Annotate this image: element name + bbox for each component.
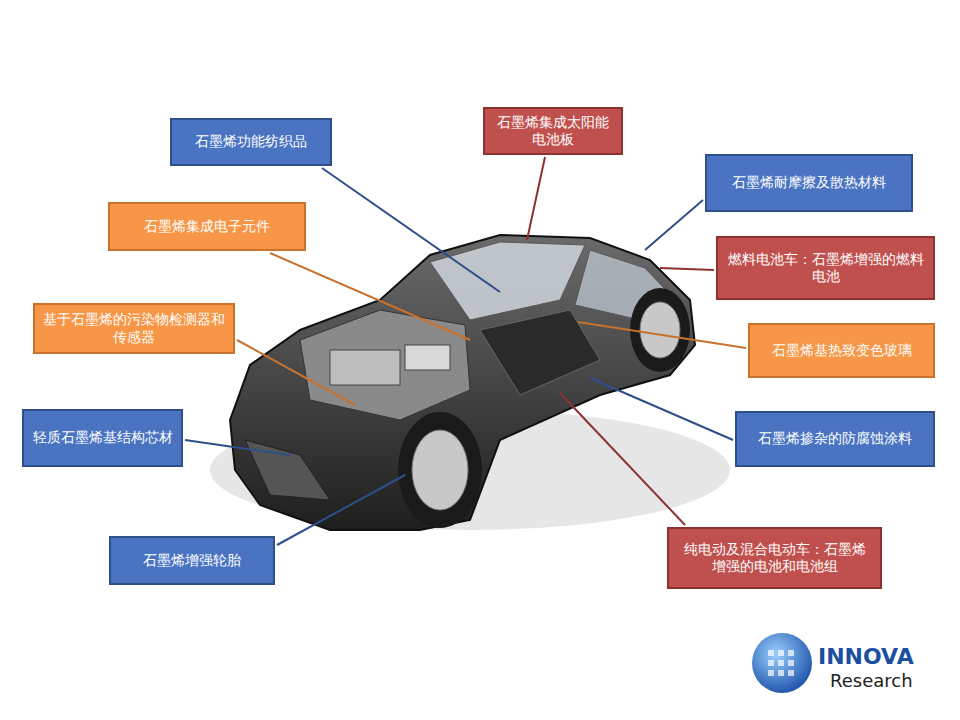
callout-box-orange: 石墨烯基热致变色玻璃: [748, 323, 935, 378]
callout-text: 石墨烯功能纺织品: [195, 133, 307, 151]
leader-line: [270, 253, 470, 340]
rear-rim: [640, 302, 680, 358]
leader-line: [578, 322, 746, 348]
rear-wheel: [630, 288, 690, 372]
callout-box-blue: 轻质石墨烯基结构芯材: [22, 409, 183, 467]
callout-box-blue: 石墨烯增强轮胎: [109, 536, 275, 585]
leader-line: [560, 393, 685, 525]
leader-line: [277, 475, 405, 545]
leader-line: [322, 168, 500, 292]
car-body: [230, 235, 695, 530]
callout-text: 石墨烯耐摩擦及散热材料: [732, 174, 886, 192]
callout-box-red: 纯电动及混合电动车：石墨烯增强的电池和电池组: [667, 527, 882, 589]
callout-text: 石墨烯基热致变色玻璃: [772, 342, 912, 360]
callout-text: 石墨烯集成电子元件: [144, 218, 270, 236]
leader-line: [527, 157, 545, 240]
callout-text: 燃料电池车：石墨烯增强的燃料电池: [726, 251, 925, 286]
leader-line: [237, 340, 355, 405]
engine: [330, 350, 400, 385]
engine-part: [405, 345, 450, 370]
callout-text: 轻质石墨烯基结构芯材: [33, 429, 173, 447]
leader-line: [185, 440, 290, 455]
leader-line: [590, 378, 733, 440]
leader-line: [660, 268, 714, 270]
callout-text: 纯电动及混合电动车：石墨烯增强的电池和电池组: [677, 541, 872, 576]
callout-text: 石墨烯掺杂的防腐蚀涂料: [758, 430, 912, 448]
callout-box-blue: 石墨烯功能纺织品: [170, 118, 332, 166]
callout-box-blue: 石墨烯耐摩擦及散热材料: [705, 154, 913, 212]
callout-box-red: 石墨烯集成太阳能电池板: [483, 107, 623, 155]
callout-box-red: 燃料电池车：石墨烯增强的燃料电池: [716, 236, 935, 300]
callout-text: 基于石墨烯的污染物检测器和传感器: [43, 311, 225, 346]
callout-box-blue: 石墨烯掺杂的防腐蚀涂料: [735, 411, 935, 467]
leader-line: [645, 200, 703, 250]
windshield: [430, 242, 585, 320]
logo-text: Research: [830, 670, 913, 691]
callout-text: 石墨烯增强轮胎: [143, 552, 241, 570]
front-grille: [245, 440, 330, 500]
engine-bay: [300, 310, 470, 420]
callout-box-orange: 基于石墨烯的污染物检测器和传感器: [33, 303, 235, 354]
callout-text: 石墨烯集成太阳能电池板: [493, 114, 613, 149]
callout-box-orange: 石墨烯集成电子元件: [108, 202, 306, 251]
logo-dots: [768, 650, 794, 676]
front-rim: [412, 430, 468, 510]
front-wheel: [398, 412, 482, 528]
logo-globe: [752, 633, 812, 693]
logo-text: INNOVA: [818, 644, 914, 669]
